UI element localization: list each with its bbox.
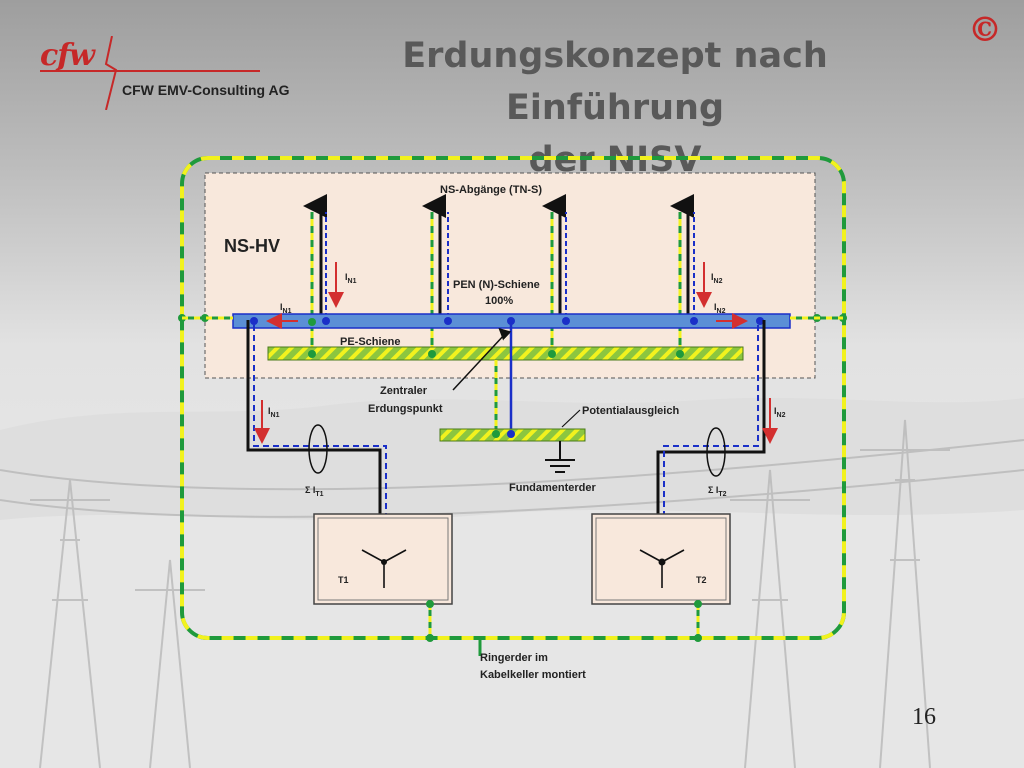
earth-ground-icon	[545, 459, 575, 473]
equipotential-label: Potentialausgleich	[582, 405, 679, 417]
company-logo: cfw	[40, 38, 95, 73]
title-line-1: Erdungskonzept nach Einführung	[402, 36, 828, 128]
current-arrows	[254, 262, 778, 444]
central-point-line-1: Zentraler	[380, 385, 428, 397]
pe-busbar	[267, 346, 744, 361]
outputs-label: NS-Abgänge (TN-S)	[440, 184, 542, 196]
current-label-n2-feed: IN2	[774, 406, 786, 419]
copyright-icon: ©	[968, 10, 1002, 50]
company-name: CFW EMV-Consulting AG	[122, 82, 290, 98]
pen-label-line-2: 100%	[485, 295, 513, 307]
ring-earth-yellow	[180, 156, 846, 640]
current-label-n1-bus: IN1	[280, 302, 292, 315]
sum-current-t1: Σ IT1	[305, 485, 324, 498]
current-sensor-t1	[308, 424, 328, 474]
ring-earth-line-1: Ringerder im	[480, 652, 548, 664]
pen-label-line-1: PEN (N)-Schiene	[453, 279, 540, 291]
transformer-t1-label: T1	[338, 575, 349, 585]
logo-underline	[40, 70, 260, 72]
current-sensor-t2	[706, 427, 726, 477]
pe-label: PE-Schiene	[340, 336, 401, 348]
pe-bus-dots	[178, 314, 847, 358]
central-point-line-2: Erdungspunkt	[368, 403, 443, 415]
transformer-t2-label: T2	[696, 575, 707, 585]
cabinet-label: NS-HV	[224, 236, 280, 256]
transformer-t2: T2	[591, 513, 731, 605]
current-label-n2-bus: IN2	[714, 302, 726, 315]
slide-title: Erdungskonzept nach Einführung der NISV	[290, 30, 940, 186]
transformer-t1: T1	[313, 513, 453, 605]
foundation-label: Fundamenterder	[509, 482, 597, 494]
current-label-n1-feed: IN1	[268, 406, 280, 419]
ring-earth-line-2: Kabelkeller montiert	[480, 669, 586, 681]
current-label-n1-top: IN1	[345, 272, 357, 285]
page-number: 16	[912, 704, 936, 730]
current-label-n2-top: IN2	[711, 272, 723, 285]
logo-pulse-icon	[104, 36, 118, 110]
sum-current-t2: Σ IT2	[708, 485, 727, 498]
